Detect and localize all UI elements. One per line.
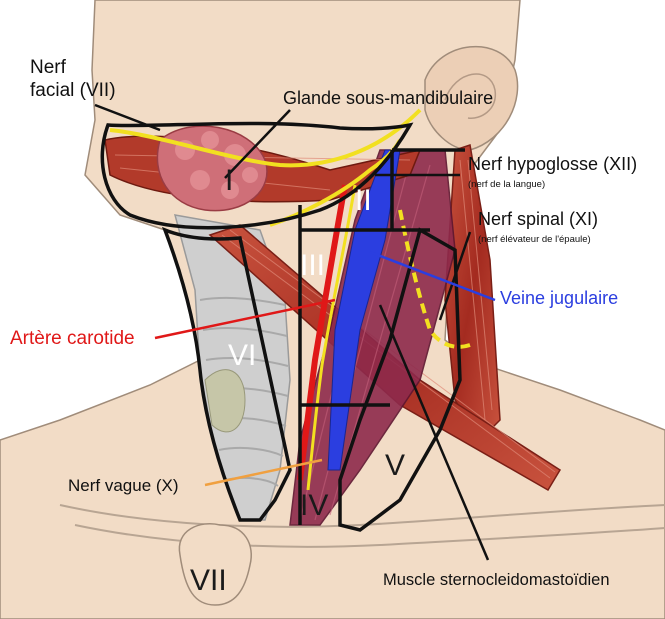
label-muscle: Muscle sternocleidomastoïdien	[383, 571, 610, 589]
zone-label-ii: II	[355, 184, 372, 217]
zone-label-vii: VII	[190, 564, 227, 597]
zone-label-v: V	[385, 449, 405, 482]
label-facial-line2: facial (VII)	[30, 80, 116, 101]
zone-label-i: I	[225, 164, 233, 197]
label-facial-line1: Nerf	[30, 57, 67, 78]
label-hypoglosse: Nerf hypoglosse (XII)	[468, 154, 637, 174]
label-jugulaire: Veine jugulaire	[500, 288, 618, 308]
label-hypoglosse-sub: (nerf de la langue)	[468, 179, 545, 190]
label-carotide: Artère carotide	[10, 328, 135, 349]
label-spinal-sub: (nerf élévateur de l'épaule)	[478, 234, 591, 245]
zone-label-vi: VI	[228, 339, 256, 372]
label-vague: Nerf vague (X)	[68, 476, 179, 495]
label-spinal: Nerf spinal (XI)	[478, 209, 598, 229]
label-glande: Glande sous-mandibulaire	[283, 88, 493, 108]
zone-label-iii: III	[300, 249, 325, 282]
zone-label-iv: IV	[300, 489, 328, 522]
